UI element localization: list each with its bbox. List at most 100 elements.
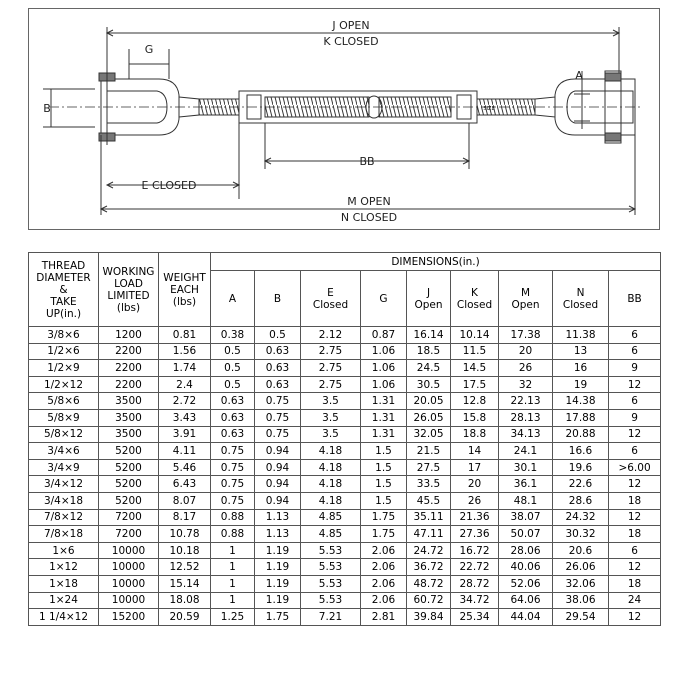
- table-cell: 0.38: [210, 326, 255, 344]
- table-cell: 3500: [98, 425, 159, 444]
- table-cell: 1×12: [28, 558, 99, 576]
- table-cell: 2.06: [360, 541, 407, 560]
- table-cell: 32: [498, 375, 553, 394]
- table-cell: 14.38: [552, 392, 609, 410]
- table-cell: 0.63: [254, 342, 301, 361]
- table-cell: 19: [552, 375, 609, 394]
- table-cell: 38.07: [498, 508, 553, 527]
- table-cell: 19.6: [552, 458, 609, 477]
- table-cell: 12: [607, 375, 662, 394]
- table-cell: 11.5: [450, 342, 499, 361]
- table-cell: 27.36: [450, 525, 499, 543]
- table-cell: 1.56: [158, 342, 211, 361]
- table-cell: 0.75: [210, 475, 255, 493]
- table-cell: 45.5: [406, 491, 451, 510]
- table-cell: 1.75: [360, 525, 407, 543]
- table-cell: 52.06: [498, 574, 553, 593]
- table-cell: 4.85: [300, 508, 361, 527]
- table-cell: 20.6: [552, 541, 609, 560]
- table-cell: 13: [552, 342, 609, 361]
- table-cell: 0.88: [210, 508, 255, 527]
- table-cell: 4.85: [300, 525, 361, 543]
- table-cell: 1.25: [210, 608, 255, 626]
- table-cell: 16.14: [406, 326, 451, 344]
- table-cell: 3.43: [158, 408, 211, 427]
- table-cell: 44.04: [498, 608, 553, 626]
- table-cell: 39.84: [406, 608, 451, 626]
- table-cell: 64.06: [498, 591, 553, 610]
- table-cell: 24.1: [498, 442, 553, 460]
- right-thread: [476, 98, 536, 116]
- table-cell: 21.36: [450, 508, 499, 527]
- table-cell: 0.75: [254, 408, 301, 427]
- table-cell: 17: [450, 458, 499, 477]
- table-cell: 1.75: [360, 508, 407, 527]
- table-cell: 2.75: [300, 359, 361, 377]
- table-cell: 4.18: [300, 491, 361, 510]
- table-cell: 5/8×6: [28, 392, 99, 410]
- table-cell: 0.75: [254, 425, 301, 444]
- table-cell: 4.11: [158, 442, 211, 460]
- table-cell: 2.75: [300, 342, 361, 361]
- table-cell: 12: [607, 558, 662, 576]
- table-cell: 10.78: [158, 525, 211, 543]
- table-cell: 2.75: [300, 375, 361, 394]
- table-cell: 12.8: [450, 392, 499, 410]
- table-cell: 0.94: [254, 475, 301, 493]
- table-cell: 18.8: [450, 425, 499, 444]
- table-cell: 1: [210, 558, 255, 576]
- k-closed-label: K CLOSED: [323, 35, 378, 48]
- table-cell: 20.05: [406, 392, 451, 410]
- table-cell: 8.07: [158, 491, 211, 510]
- table-cell: 1: [210, 591, 255, 610]
- table-cell: 18.5: [406, 342, 451, 361]
- table-cell: 1/2×12: [28, 375, 99, 394]
- table-cell: 6: [607, 342, 662, 361]
- n-closed-label: N CLOSED: [341, 211, 397, 224]
- table-cell: 48.72: [406, 574, 451, 593]
- table-cell: 7/8×12: [28, 508, 99, 527]
- table-cell: 30.32: [552, 525, 609, 543]
- table-cell: 3/4×6: [28, 442, 99, 460]
- table-cell: 2200: [98, 342, 159, 361]
- table-cell: 20: [450, 475, 499, 493]
- table-cell: 4.18: [300, 458, 361, 477]
- table-cell: 5.46: [158, 458, 211, 477]
- table-cell: 6: [607, 326, 662, 344]
- e-closed-label: E CLOSED: [142, 179, 197, 192]
- table-cell: 2.72: [158, 392, 211, 410]
- table-cell: 36.72: [406, 558, 451, 576]
- table-cell: 18: [607, 574, 662, 593]
- table-cell: 3/4×12: [28, 475, 99, 493]
- header-a: A: [210, 270, 255, 327]
- table-cell: 1.31: [360, 408, 407, 427]
- table-cell: 0.5: [254, 326, 301, 344]
- table-cell: 0.63: [210, 425, 255, 444]
- table-cell: 2200: [98, 375, 159, 394]
- table-cell: 33.5: [406, 475, 451, 493]
- table-cell: 1.13: [254, 525, 301, 543]
- table-cell: 7/8×18: [28, 525, 99, 543]
- table-cell: 10000: [98, 558, 159, 576]
- table-cell: 0.75: [254, 392, 301, 410]
- table-cell: 0.94: [254, 458, 301, 477]
- table-cell: 9: [607, 359, 662, 377]
- table-cell: 22.13: [498, 392, 553, 410]
- table-cell: 20.88: [552, 425, 609, 444]
- table-cell: 1.06: [360, 359, 407, 377]
- table-cell: 0.63: [210, 408, 255, 427]
- table-cell: 5.53: [300, 591, 361, 610]
- table-cell: 3/8×6: [28, 326, 99, 344]
- table-cell: 28.6: [552, 491, 609, 510]
